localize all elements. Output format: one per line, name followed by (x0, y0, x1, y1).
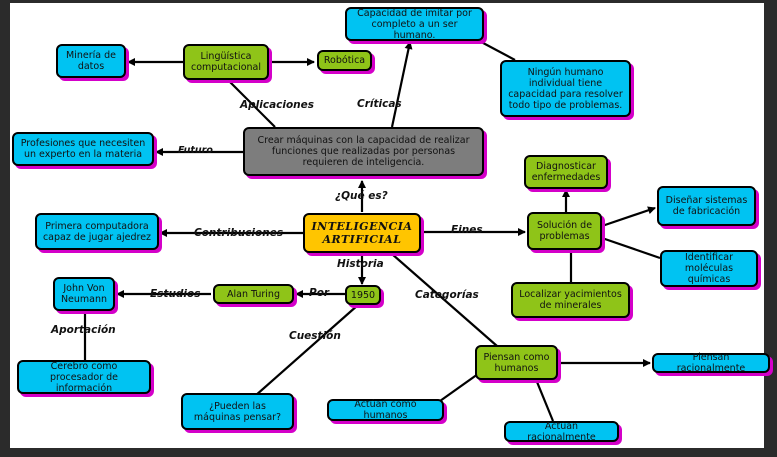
disenar-node: Diseñar sistemas de fabricación (657, 186, 756, 226)
linguistica-node: Lingüística computacional (183, 44, 269, 80)
profesiones-node: Profesiones que necesiten un experto en … (12, 132, 154, 166)
label-que-es: ¿Qué es? (335, 190, 388, 202)
ningun-humano-text: Ningún humano individual tiene capacidad… (508, 66, 623, 111)
mineria-node: Minería de datos (56, 44, 126, 78)
link-solucion-disenar (601, 206, 656, 228)
alan-turing-text: Alan Turing (227, 288, 280, 300)
link-solucion-identificar (601, 236, 661, 260)
piensan-humanos-node: Piensan como humanos (475, 345, 558, 380)
label-futuro: Futuro (178, 145, 213, 156)
label-criticas: Críticas (357, 98, 402, 110)
primera-computadora-text: Primera computadora capaz de jugar ajedr… (42, 220, 152, 243)
label-categorias: Categorías (415, 289, 479, 301)
mineria-text: Minería de datos (66, 50, 116, 72)
label-aplicaciones: Aplicaciones (240, 99, 315, 111)
center-node: INTELIGENCIA ARTIFICIAL (303, 213, 421, 253)
profesiones-text: Profesiones que necesiten un experto en … (20, 138, 146, 160)
robotica-text: Robótica (323, 55, 366, 66)
identificar-text: Identificar moléculas químicas (684, 252, 734, 285)
label-estudios: Estudios (150, 288, 201, 300)
actuan-racional-text: Actúan racionalmente (527, 420, 596, 443)
piensan-racional-node: Piensan racionalmente (652, 352, 770, 374)
definition-text: Crear máquinas con la capacidad de reali… (257, 135, 470, 168)
linguistica-text: Lingüística computacional (190, 51, 262, 73)
link-definition-capacidad (390, 41, 413, 128)
piensan-humanos-text: Piensan como humanos (483, 351, 550, 374)
link-piensan-actuanr (533, 376, 555, 422)
diagnosticar-text: Diagnosticar enfermedades (531, 161, 601, 183)
disenar-text: Diseñar sistemas de fabricación (665, 195, 748, 217)
ningun-humano-node: Ningún humano individual tiene capacidad… (500, 60, 631, 117)
label-aportacion: Aportación (51, 324, 116, 336)
von-neumann-node: John Von Neumann (53, 277, 115, 311)
von-neumann-text: John Von Neumann (60, 283, 108, 305)
solucion-text: Solución de problemas (536, 220, 593, 242)
label-historia: Historia (337, 258, 384, 270)
robotica-node: Robótica (317, 50, 372, 71)
actuan-racional-node: Actúan racionalmente (504, 420, 619, 443)
capacidad-imitar-node: Capacidad de imitar por completo a un se… (345, 7, 484, 41)
definition-node: Crear máquinas con la capacidad de reali… (243, 127, 484, 176)
pueden-pensar-node: ¿Pueden las máquinas pensar? (181, 393, 294, 430)
primera-computadora-node: Primera computadora capaz de jugar ajedr… (35, 213, 159, 250)
alan-turing-node: Alan Turing (213, 284, 294, 304)
localizar-node: Localizar yacimientos de minerales (511, 282, 630, 318)
localizar-text: Localizar yacimientos de minerales (519, 289, 622, 311)
link-piensan-actuanh (439, 373, 479, 402)
pueden-pensar-text: ¿Pueden las máquinas pensar? (193, 400, 282, 423)
year-text: 1950 (350, 289, 376, 301)
label-fines: Fines (451, 224, 483, 236)
label-por: Por (309, 287, 330, 299)
actuan-humanos-text: Actúan como humanos (354, 399, 417, 421)
link-definition-linguistica (227, 79, 276, 128)
solucion-node: Solución de problemas (527, 212, 602, 250)
identificar-node: Identificar moléculas químicas (660, 250, 758, 287)
center-title: INTELIGENCIA ARTIFICIAL (311, 220, 413, 246)
cerebro-text: Cerebro como procesador de información (49, 360, 119, 394)
capacidad-imitar-text: Capacidad de imitar por completo a un se… (357, 7, 472, 41)
label-cuestion: Cuestión (289, 330, 341, 342)
actuan-humanos-node: Actúan como humanos (327, 399, 444, 421)
year-node: 1950 (345, 285, 381, 305)
link-center-piensan (391, 253, 498, 347)
label-contribuciones: Contribuciones (194, 227, 284, 239)
cerebro-node: Cerebro como procesador de información (17, 360, 151, 394)
piensan-racional-text: Piensan racionalmente (676, 352, 746, 374)
link-year-pueden (254, 304, 359, 397)
diagnosticar-node: Diagnosticar enfermedades (524, 155, 608, 189)
